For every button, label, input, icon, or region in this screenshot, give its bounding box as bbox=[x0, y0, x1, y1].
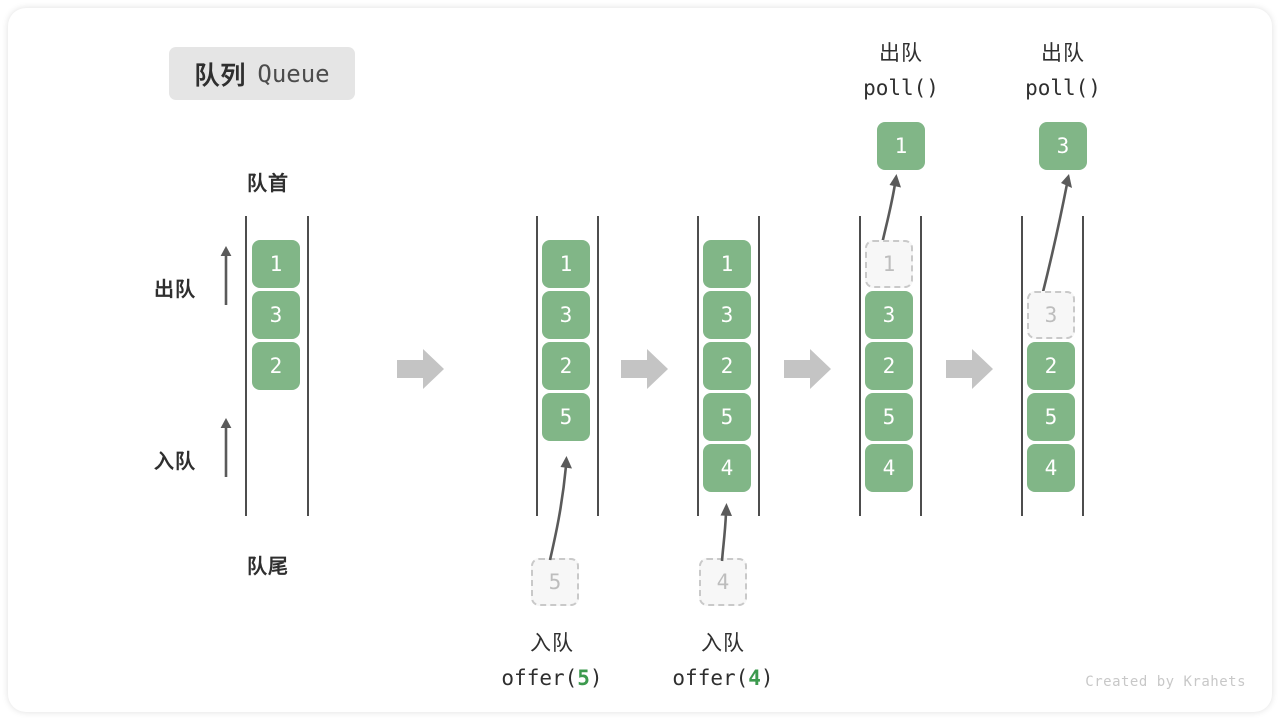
queue-head-label: 队首 bbox=[247, 173, 289, 195]
enqueue-motion-arrow-icon bbox=[720, 503, 732, 562]
queue-cell: 3 bbox=[252, 291, 300, 339]
operation-code: offer(5) bbox=[501, 666, 603, 690]
queue-cell: 2 bbox=[252, 342, 300, 390]
queue-cell: 3 bbox=[865, 291, 913, 339]
queue-cell: 4 bbox=[865, 444, 913, 492]
dequeued-ghost-cell: 1 bbox=[865, 240, 913, 288]
credit-text: Created by Krahets bbox=[1085, 674, 1246, 690]
queue-rail-left-2 bbox=[697, 216, 699, 516]
queue-rail-left-1 bbox=[536, 216, 538, 516]
queue-cell: 1 bbox=[703, 240, 751, 288]
queue-rail-right-0 bbox=[307, 216, 309, 516]
polled-result-cell: 3 bbox=[1039, 122, 1087, 170]
queue-rail-right-3 bbox=[920, 216, 922, 516]
queue-cell: 3 bbox=[542, 291, 590, 339]
queue-cell: 5 bbox=[1027, 393, 1075, 441]
queue-cell: 2 bbox=[1027, 342, 1075, 390]
queue-column-4: 3 2 5 4 bbox=[1027, 291, 1075, 492]
queue-cell: 4 bbox=[1027, 444, 1075, 492]
operation-label-poll-1: 出队 poll() bbox=[808, 36, 994, 106]
polled-result-cell: 1 bbox=[877, 122, 925, 170]
operation-cn: 入队 bbox=[701, 631, 745, 655]
step-right-arrow-icon bbox=[784, 349, 831, 389]
step-right-arrow-icon bbox=[397, 349, 444, 389]
queue-rail-left-3 bbox=[859, 216, 861, 516]
pending-enqueue-cell: 5 bbox=[531, 558, 579, 606]
dequeue-direction-label: 出队 bbox=[154, 279, 196, 301]
operation-label-offer-5: 入队 offer(5) bbox=[457, 626, 647, 696]
dequeued-ghost-cell: 3 bbox=[1027, 291, 1075, 339]
diagram-title-cn: 队列 bbox=[194, 61, 247, 90]
queue-column-3: 1 3 2 5 4 bbox=[865, 240, 913, 492]
enqueue-direction-label: 入队 bbox=[154, 451, 196, 473]
queue-rail-right-2 bbox=[758, 216, 760, 516]
operation-label-offer-4: 入队 offer(4) bbox=[628, 626, 818, 696]
dequeue-motion-arrow-icon bbox=[1040, 174, 1072, 297]
queue-rail-left-4 bbox=[1021, 216, 1023, 516]
enqueue-motion-arrow-icon bbox=[548, 456, 572, 561]
operation-label-poll-2: 出队 poll() bbox=[970, 36, 1156, 106]
operation-code: offer(4) bbox=[672, 666, 774, 690]
step-right-arrow-icon bbox=[621, 349, 668, 389]
queue-cell: 2 bbox=[542, 342, 590, 390]
queue-rail-left-0 bbox=[245, 216, 247, 516]
enqueue-up-arrow-icon bbox=[220, 418, 232, 477]
queue-cell: 1 bbox=[252, 240, 300, 288]
diagram-title-en: Queue bbox=[257, 59, 330, 88]
queue-cell-new: 4 bbox=[703, 444, 751, 492]
diagram-canvas: 队列 Queue 队首 队尾 出队 入队 1 3 2 1 3 2 5 5 入队 bbox=[8, 8, 1272, 712]
diagram-title-badge: 队列 Queue bbox=[169, 47, 355, 100]
queue-rail-right-1 bbox=[597, 216, 599, 516]
queue-cell: 5 bbox=[865, 393, 913, 441]
operation-code: poll() bbox=[1025, 76, 1101, 100]
queue-column-1: 1 3 2 5 bbox=[542, 240, 590, 441]
pending-enqueue-cell: 4 bbox=[699, 558, 747, 606]
dequeue-up-arrow-icon bbox=[220, 246, 232, 305]
queue-cell: 1 bbox=[542, 240, 590, 288]
dequeue-motion-arrow-icon bbox=[880, 174, 901, 245]
queue-column-2: 1 3 2 5 4 bbox=[703, 240, 751, 492]
queue-cell: 2 bbox=[865, 342, 913, 390]
queue-cell: 3 bbox=[703, 291, 751, 339]
operation-cn: 入队 bbox=[530, 631, 574, 655]
operation-cn: 出队 bbox=[879, 41, 923, 65]
queue-cell: 5 bbox=[703, 393, 751, 441]
operation-cn: 出队 bbox=[1041, 41, 1085, 65]
queue-cell-new: 5 bbox=[542, 393, 590, 441]
step-right-arrow-icon bbox=[946, 349, 993, 389]
queue-tail-label: 队尾 bbox=[247, 556, 289, 578]
operation-code: poll() bbox=[863, 76, 939, 100]
queue-column-0: 1 3 2 bbox=[252, 240, 300, 390]
queue-rail-right-4 bbox=[1082, 216, 1084, 516]
queue-cell: 2 bbox=[703, 342, 751, 390]
